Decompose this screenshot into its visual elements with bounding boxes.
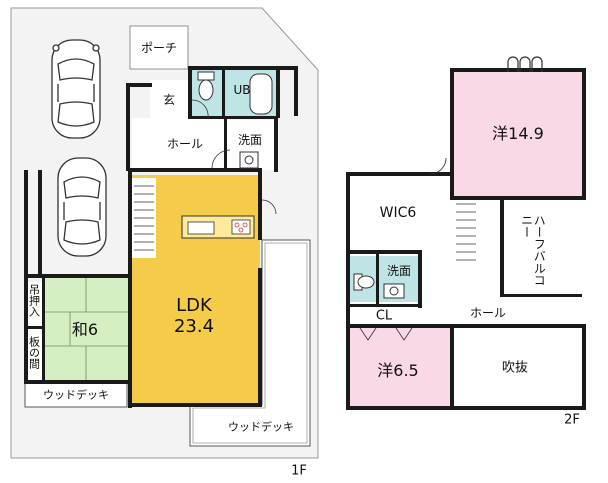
porch-label: ポーチ xyxy=(140,41,178,55)
sink-icon xyxy=(383,283,405,299)
fukinuke-label: 吹抜 xyxy=(501,360,529,376)
washitsu-label: 和6 xyxy=(71,320,99,339)
sink-icon xyxy=(239,151,259,169)
fukinuke-area xyxy=(454,328,582,406)
ldk-label: LDK xyxy=(176,295,212,316)
car-icon xyxy=(51,39,101,139)
car-icon xyxy=(57,157,107,257)
wic-label: WIC6 xyxy=(379,205,417,221)
closet-area xyxy=(25,282,43,326)
hall-label-2f: ホール xyxy=(469,306,507,320)
window-icon xyxy=(507,56,543,72)
western-large-area xyxy=(452,72,584,196)
wood-deck-right-label: ウッドデッキ xyxy=(228,420,294,434)
ub-label: UB xyxy=(233,83,251,97)
wic-area xyxy=(348,174,452,250)
balcony-area xyxy=(504,196,580,296)
bathtub-icon xyxy=(249,73,273,115)
floor-label-1f: 1F xyxy=(291,463,307,479)
hall-label-1f: ホール xyxy=(166,137,204,151)
genkan-area xyxy=(150,80,192,120)
genkan-label: 玄 xyxy=(162,93,176,107)
tsuri-oshiire-label: 吊押入 xyxy=(27,284,41,317)
cl-label: CL xyxy=(375,308,393,324)
half-balcony-label: ハーフバルコニー xyxy=(519,214,547,286)
stairs-icon xyxy=(134,185,154,251)
ita-no-ma-area xyxy=(25,328,43,380)
washitsu-area xyxy=(44,277,129,380)
senmen-label-1f: 洗面 xyxy=(237,133,263,147)
western-large-label: 洋14.9 xyxy=(492,124,544,143)
kitchen-counter-icon xyxy=(181,215,255,239)
ita-no-ma-label: 板の間 xyxy=(27,336,41,369)
door-swings xyxy=(191,99,277,215)
walls-1f xyxy=(24,66,298,408)
door-swings xyxy=(359,157,447,341)
stairs-icon xyxy=(456,203,476,261)
toilet-icon xyxy=(197,71,215,101)
hall-area-1f xyxy=(132,118,228,168)
cl-area xyxy=(348,306,420,326)
floor-label-2f: 2F xyxy=(564,412,580,428)
wood-deck-left-label: ウッドデッキ xyxy=(43,388,109,402)
tatami-lines xyxy=(44,277,129,380)
western-small-area xyxy=(348,328,452,406)
western-small-label: 洋6.5 xyxy=(377,361,419,380)
toilet-icon xyxy=(353,273,375,291)
ldk-size-label: 23.4 xyxy=(173,316,215,337)
senmen-label-2f: 洗面 xyxy=(386,264,412,278)
porch-area xyxy=(129,25,189,70)
